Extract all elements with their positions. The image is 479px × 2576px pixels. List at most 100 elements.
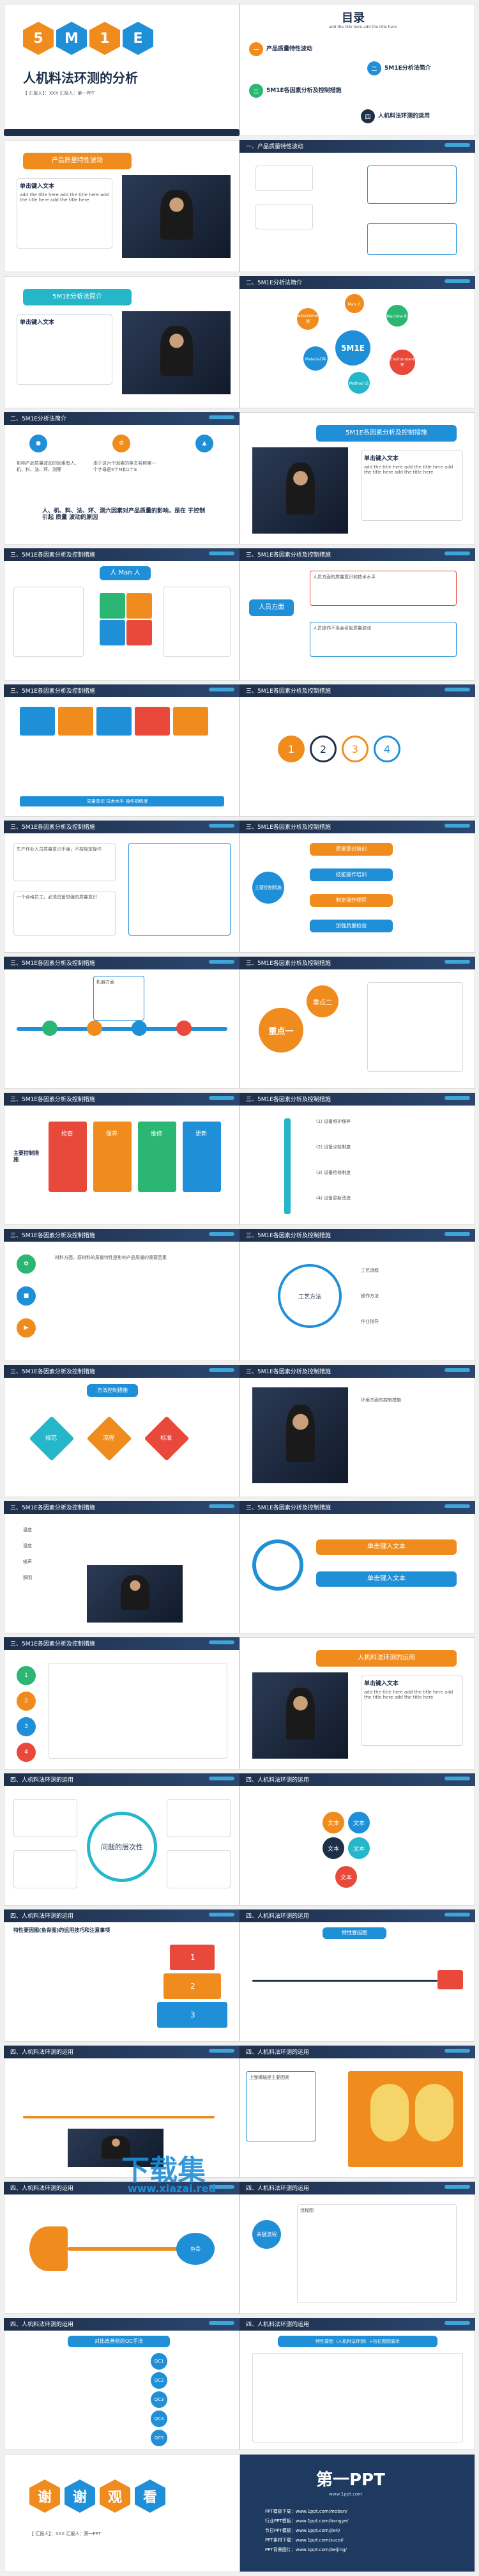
section3-label-pill: 5M1E各因素分析及控制措施 [316, 425, 457, 442]
toc-item-2[interactable]: 5M1E分析法简介 [384, 65, 431, 72]
cover-slide[interactable]: 5 M 1 E 人机料法环测的分析 【 汇报人】：XXX 汇报人：第一PPT [4, 4, 240, 136]
flow-box-4 [367, 223, 457, 255]
slide-material[interactable]: 三、5M1E各因素分析及控制措施 材料方面，原材料的质量特性是影响产品质量的重要… [4, 1229, 240, 1361]
slide-puzzle[interactable]: 三、5M1E各因素分析及控制措施 人 Man 人 [4, 548, 240, 681]
slide-header-title: 三、5M1E各因素分析及控制措施 [246, 688, 331, 695]
slide-numbers[interactable]: 三、5M1E各因素分析及控制措施 1 2 3 4 [240, 684, 475, 817]
slide-header: 四、人机料法环测的运用 [4, 1773, 240, 1786]
toc-item-3[interactable]: 5M1E各因素分析及控制措施 [266, 88, 342, 94]
mindmap-slide[interactable]: 二、5M1E分析法简介 5M1E Man 人 Machine 机 Materia… [240, 276, 475, 408]
toc-num-1: 一 [249, 42, 263, 56]
slide-environment[interactable]: 三、5M1E各因素分析及控制措施 环境方面的控制措施 [240, 1365, 475, 1497]
slide28-label: 上面横轴是主要因素 [249, 2075, 289, 2080]
slide-fish[interactable]: 四、人机料法环测的运用 鱼骨 [4, 2182, 240, 2314]
slide-control-list[interactable]: 三、5M1E各因素分析及控制措施 主要控制措施 质量意识培训 技能操作培训 制定… [240, 821, 475, 953]
puzzle-piece-4 [126, 620, 152, 645]
cover-hex-1: 5 [23, 22, 54, 55]
flow-box-2 [255, 204, 313, 229]
slide-header-title: 三、5M1E各因素分析及控制措施 [246, 1233, 331, 1239]
toc-subtitle: add the title here add the title here [329, 25, 397, 29]
slide-personnel[interactable]: 三、5M1E各因素分析及控制措施 人员方面 人员方面的质量意识和技术水平 人员操… [240, 548, 475, 681]
slide-icons-1[interactable]: 二、5M1E分析法简介 ● ⚙ ▲ 影响产品质量波动的因素有人、机、料、法、环、… [4, 412, 240, 544]
slide-measure[interactable]: 三、5M1E各因素分析及控制措施 1 2 3 4 [4, 1637, 240, 1770]
slide-watermark[interactable]: 四、人机料法环测的运用 上面横轴是主要因素 [240, 2046, 475, 2178]
slide-method[interactable]: 三、5M1E各因素分析及控制措施 工艺方法 工艺流程 操作方法 作业指导 [240, 1229, 475, 1361]
cover-hex-3: 1 [89, 22, 120, 55]
branch-line [23, 2116, 215, 2118]
slide-header-title: 三、5M1E各因素分析及控制措施 [246, 824, 331, 831]
slide-header-title: 三、5M1E各因素分析及控制措施 [10, 1369, 95, 1375]
slide-flow-1[interactable]: 一、产品质量特性波动 [240, 140, 475, 272]
slide-header-title: 三、5M1E各因素分析及控制措施 [10, 1641, 95, 1647]
toc-item-4[interactable]: 人机料法环测的运用 [378, 113, 430, 120]
slide-header-title: 四、人机料法环测的运用 [246, 2322, 310, 2328]
section2-slide[interactable]: 5M1E分析法简介 单击键入文本 [4, 276, 240, 408]
slide24-box-4 [167, 1850, 231, 1888]
toc-slide[interactable]: 目录 add the title here add the title here… [240, 4, 475, 136]
slide-branch[interactable]: 四、人机料法环测的运用 [4, 2046, 240, 2178]
brand-line-2[interactable]: 行业PPT模板：www.1ppt.com/hangye/ [265, 2518, 349, 2524]
slide-text-grid[interactable]: 四、人机料法环测的运用 文本 文本 文本 文本 文本 [240, 1773, 475, 1906]
slide33-chart [252, 2353, 463, 2442]
slide-header-title: 二、5M1E分析法简介 [10, 416, 66, 422]
slide-arrows[interactable]: 三、5M1E各因素分析及控制措施 主要控制措施 检查 保养 维修 更新 [4, 1093, 240, 1225]
brand-line-3[interactable]: 节日PPT模板：www.1ppt.com/jieri/ [265, 2528, 340, 2533]
slide-header: 四、人机料法环测的运用 [240, 1909, 475, 1922]
brand-line-5[interactable]: PPT背景图片：www.1ppt.com/beijing/ [265, 2547, 347, 2552]
slide20-photo [87, 1565, 183, 1623]
slide14-col-2 [93, 1122, 132, 1192]
slide-header-title: 三、5M1E各因素分析及控制措施 [10, 1097, 95, 1103]
slide-tree[interactable]: 三、5M1E各因素分析及控制措施 (1) 设备维护保养 (2) 设备点检制度 (… [240, 1093, 475, 1225]
slide12-box-label: 机器方面 [96, 980, 114, 985]
pyramid-3 [157, 2002, 227, 2028]
brand-url[interactable]: www.1ppt.com [329, 2492, 363, 2497]
slide13-text [367, 982, 463, 1072]
gauge-left [370, 2084, 409, 2141]
slide-grid-icons[interactable]: 三、5M1E各因素分析及控制措施 质量意识 技术水平 操作熟练度 [4, 684, 240, 817]
slide11-item-4: 加强质量检验 [310, 920, 393, 932]
section1-click: 单击键入文本 [20, 183, 55, 190]
toc-item-1[interactable]: 产品质量特性波动 [266, 46, 313, 52]
slide-header: 一、产品质量特性波动 [240, 140, 475, 153]
slide-text-blocks[interactable]: 三、5M1E各因素分析及控制措施 生产作业人员质量意识不强，不按规定操作 一个合… [4, 821, 240, 953]
section4-slide[interactable]: 人机料法环测的运用 单击键入文本 add the title here add … [240, 1637, 475, 1770]
slide12-box: 机器方面 [93, 976, 144, 1021]
slide18-top: 方法控制措施 [87, 1384, 138, 1397]
slide-pareto[interactable]: 四、人机料法环测的运用 特性要因（人机料法环测）+柏拉图图展示 [240, 2318, 475, 2450]
brand-slide[interactable]: 第一PPT www.1ppt.com PPT模板下载：www.1ppt.com/… [240, 2454, 475, 2572]
slide22-num-2: 2 [17, 1692, 36, 1711]
slide25-item-1: 文本 [323, 1812, 344, 1833]
slide6-center-pill: 人 Man 人 [100, 566, 151, 580]
section3-slide[interactable]: 5M1E各因素分析及控制措施 单击键入文本 add the title here… [240, 412, 475, 544]
ending-slide[interactable]: 谢 谢 观 看 【 汇报人】：XXX 汇报人：第一PPT [4, 2454, 240, 2572]
grid-tile-1 [20, 707, 55, 736]
slide16-text: 材料方面，原材料的质量特性是影响产品质量的重要因素 [55, 1255, 167, 1260]
slide-header-title: 三、5M1E各因素分析及控制措施 [246, 960, 331, 967]
slide-arc[interactable]: 三、5M1E各因素分析及控制措施 单击键入文本 单击键入文本 [240, 1501, 475, 1633]
section1-photo [122, 175, 231, 258]
slide-key-points[interactable]: 三、5M1E各因素分析及控制措施 重点一 重点二 [240, 957, 475, 1089]
slide-flowchart[interactable]: 四、人机料法环测的运用 关键流程 流程图 [240, 2182, 475, 2314]
slide19-photo [252, 1387, 348, 1483]
slide-fishbone[interactable]: 四、人机料法环测的运用 特性要因图 [240, 1909, 475, 2042]
mind-node-5: Environment 环 [390, 350, 415, 375]
slide-env-list[interactable]: 三、5M1E各因素分析及控制措施 温度 湿度 噪声 照明 [4, 1501, 240, 1633]
section4-body: add the title here add the title here ad… [364, 1690, 453, 1700]
section1-slide[interactable]: 产品质量特性波动 单击键入文本 add the title here add t… [4, 140, 240, 272]
slide-hierarchy[interactable]: 四、人机料法环测的运用 问题的层次性 [4, 1773, 240, 1906]
timeline-dot-2 [87, 1021, 102, 1036]
arc-shape [252, 1539, 303, 1591]
cover-bottom-bar [4, 129, 240, 136]
brand-line-1[interactable]: PPT模板下载：www.1ppt.com/moban/ [265, 2509, 347, 2514]
slide-timeline[interactable]: 三、5M1E各因素分析及控制措施 机器方面 [4, 957, 240, 1089]
section2-click: 单击键入文本 [20, 320, 55, 326]
brand-line-4[interactable]: PPT素材下载：www.1ppt.com/sucai/ [265, 2538, 344, 2543]
slide-diamonds[interactable]: 三、5M1E各因素分析及控制措施 方法控制措施 规范 流程 标准 [4, 1365, 240, 1497]
slide11-label: 主要控制措施 [252, 872, 284, 904]
cover-hex-2: M [56, 22, 87, 55]
slide21-a: 单击键入文本 [316, 1539, 457, 1555]
slide-qc[interactable]: 四、人机料法环测的运用 对比改善前的QC手法 QC1 QC2 QC3 QC4 Q… [4, 2318, 240, 2450]
toc-heading: 目录 [342, 12, 365, 25]
slide-pyramid[interactable]: 四、人机料法环测的运用 特性要因图(鱼骨图)的运用技巧和注意事项 1 2 3 [4, 1909, 240, 2042]
tree-trunk [284, 1118, 291, 1214]
